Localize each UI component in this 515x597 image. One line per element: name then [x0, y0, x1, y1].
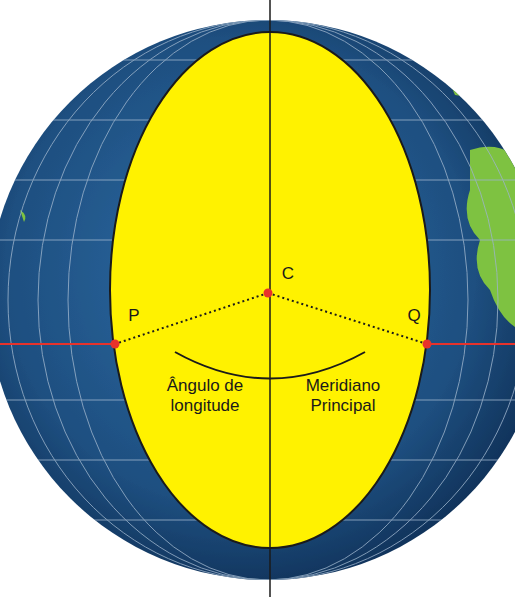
point-dot [423, 340, 432, 349]
point-dot [111, 340, 120, 349]
meridian-label: Meridiano Principal [288, 376, 398, 417]
center-dot [264, 289, 273, 298]
equator-line [0, 343, 112, 345]
globe [0, 20, 515, 580]
radius-line [115, 293, 268, 344]
angle-arc [175, 352, 365, 379]
land-and-grid [0, 20, 515, 580]
point-label: Q [402, 306, 426, 326]
radius-line [268, 293, 427, 344]
axis-line [269, 0, 271, 597]
equator-line [430, 343, 515, 345]
point-label: P [122, 306, 146, 326]
point-label: C [276, 264, 300, 284]
angle-label: Ângulo de longitude [150, 376, 260, 417]
